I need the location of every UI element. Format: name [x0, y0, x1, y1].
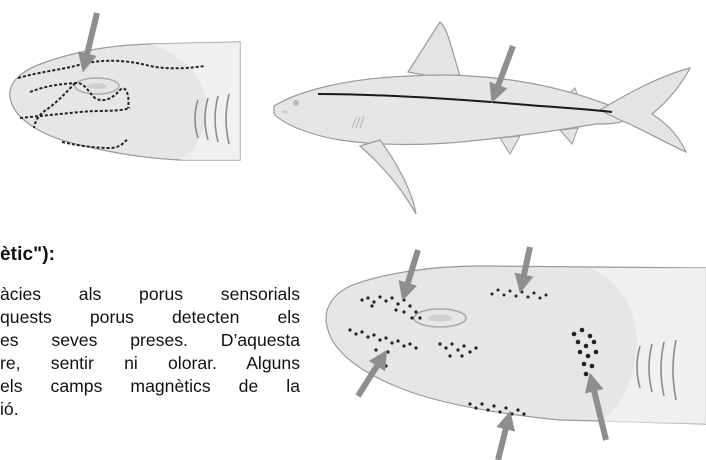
- paragraph-line: àcies als porus sensorials: [0, 283, 300, 306]
- paragraph-line: quests porus detecten els: [0, 306, 300, 329]
- paragraph-line: es seves preses. D’aquesta: [0, 329, 300, 352]
- dorsal-fin: [408, 22, 462, 82]
- pectoral-fin: [360, 140, 416, 214]
- body-paragraph: àcies als porus sensorials quests porus …: [0, 283, 300, 421]
- body-eye-icon: [293, 100, 299, 106]
- shark-head-lateral-line-figure: [10, 13, 240, 160]
- paragraph-line: els camps magnètics de la: [0, 375, 300, 398]
- shark-full-body-lateral-line-figure: [274, 22, 690, 214]
- paragraph-line: re, sentir ni olorar. Alguns: [0, 352, 300, 375]
- tail-fin: [600, 68, 690, 152]
- shark-head-ampullae-figure: [326, 247, 706, 460]
- paragraph-line: ió.: [0, 398, 300, 421]
- section-heading: ètic"):: [0, 244, 55, 266]
- pointer-arrow: [498, 420, 508, 460]
